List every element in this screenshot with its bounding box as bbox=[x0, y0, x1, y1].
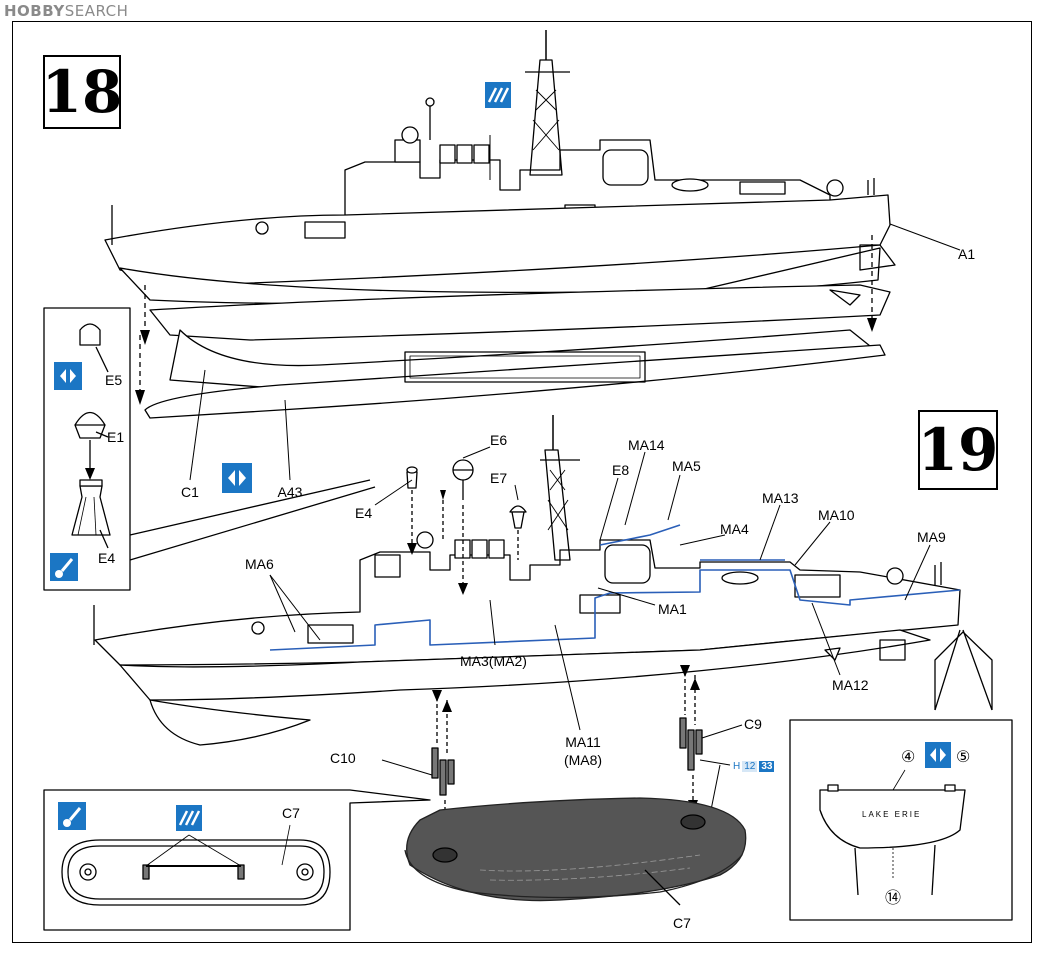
label-MA12: MA12 bbox=[832, 677, 869, 693]
label-C9: C9 bbox=[744, 716, 762, 732]
paint-code-h: H bbox=[733, 761, 741, 772]
label-MA14: MA14 bbox=[628, 437, 665, 453]
label-MA13: MA13 bbox=[762, 490, 799, 506]
stern-name-lake-erie: LAKE ERIE bbox=[862, 810, 922, 819]
label-E7: E7 bbox=[490, 470, 508, 486]
symmetry-icon bbox=[54, 362, 82, 390]
watermark-brand: HOBBY bbox=[4, 2, 65, 20]
paint-drop-icon bbox=[58, 802, 86, 830]
label-C10: C10 bbox=[330, 750, 356, 766]
part-E7 bbox=[509, 505, 527, 529]
paint-code-tag: H 12 33 bbox=[733, 761, 775, 772]
label-A1: A1 bbox=[958, 246, 976, 262]
label-A43: A43 bbox=[277, 484, 303, 500]
label-C1: C1 bbox=[181, 484, 199, 500]
step19-ship bbox=[93, 415, 961, 746]
label-C7-inset: C7 bbox=[282, 805, 300, 821]
stripe-decal-icon bbox=[485, 82, 511, 108]
label-MA11: MA11 bbox=[565, 734, 601, 750]
label-MA4: MA4 bbox=[720, 521, 749, 537]
label-E1: E1 bbox=[107, 429, 125, 445]
step19-blue-outline bbox=[269, 524, 961, 651]
label-E6: E6 bbox=[490, 432, 508, 448]
step-18-number: 18 bbox=[41, 58, 123, 126]
part-E6 bbox=[452, 459, 474, 500]
paint-drop-icon bbox=[50, 553, 78, 581]
label-MA10: MA10 bbox=[818, 507, 855, 523]
instruction-frame bbox=[12, 21, 1032, 943]
step-18-box: 18 bbox=[41, 55, 123, 129]
label-MA6: MA6 bbox=[245, 556, 274, 572]
label-MA8: (MA8) bbox=[563, 752, 603, 768]
stand-inset-top-view bbox=[61, 824, 331, 906]
stern-view bbox=[819, 769, 966, 896]
part-E1 bbox=[74, 411, 106, 439]
step-19-box: 19 bbox=[918, 410, 998, 490]
label-MA3-MA2: MA3(MA2) bbox=[460, 653, 527, 669]
symmetry-icon bbox=[925, 742, 951, 768]
part-E5 bbox=[79, 323, 101, 346]
step18-lower-hull bbox=[144, 284, 891, 419]
label-E5: E5 bbox=[105, 372, 123, 388]
watermark: HOBBYSEARCH bbox=[4, 2, 128, 20]
callout-14: ⑭ bbox=[885, 890, 902, 907]
step-19-number: 19 bbox=[917, 416, 999, 484]
paint-code-33: 33 bbox=[759, 761, 775, 772]
part-E4-step19 bbox=[406, 466, 418, 489]
label-C7-stand: C7 bbox=[673, 915, 691, 931]
part-C10 bbox=[431, 747, 455, 796]
label-E8: E8 bbox=[612, 462, 630, 478]
symmetry-icon bbox=[222, 463, 252, 493]
label-MA9: MA9 bbox=[917, 529, 946, 545]
label-E4-inset: E4 bbox=[98, 550, 116, 566]
paint-code-12: 12 bbox=[742, 761, 758, 772]
callout-4: ④ bbox=[901, 749, 916, 766]
part-C9 bbox=[679, 717, 703, 771]
label-E4: E4 bbox=[355, 505, 373, 521]
label-MA1: MA1 bbox=[658, 601, 687, 617]
label-MA5: MA5 bbox=[672, 458, 701, 474]
stripe-decal-icon bbox=[176, 805, 202, 831]
watermark-suffix: SEARCH bbox=[64, 2, 129, 20]
display-stand-C7 bbox=[404, 797, 747, 906]
callout-5: ⑤ bbox=[956, 749, 971, 766]
part-E4 bbox=[71, 479, 111, 536]
